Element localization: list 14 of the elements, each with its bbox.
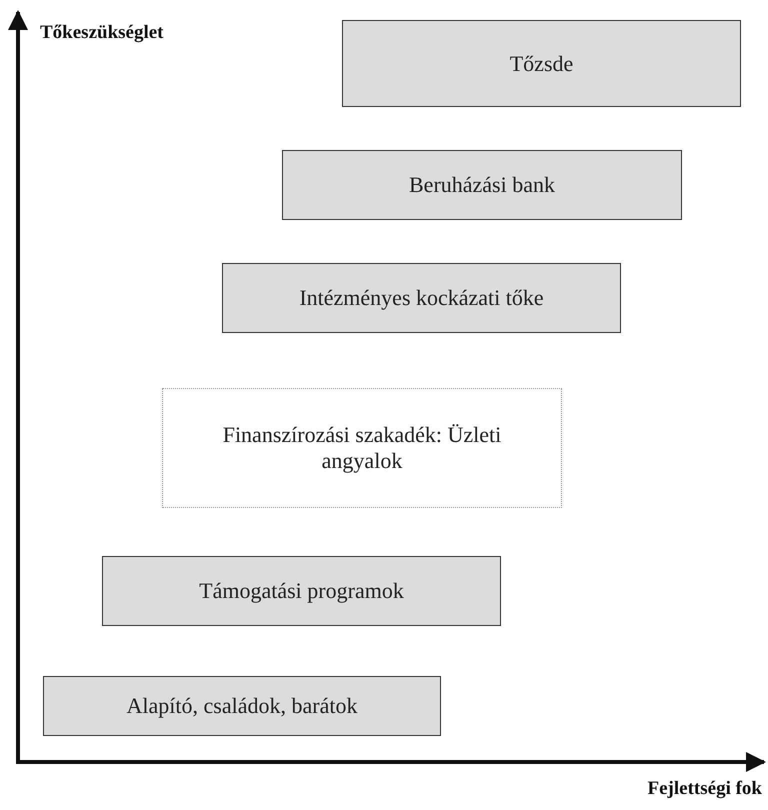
y-axis-title: Tőkeszükséglet [40,22,164,44]
support-programs-box [102,556,501,626]
x-axis-title: Fejlettségi fok [648,778,762,800]
box-label: Beruházási bank [409,172,555,198]
investment-bank-box [282,150,682,220]
venture-capital-box [222,263,621,333]
funding-gap-box [162,388,562,508]
box-label: Finanszírozási szakadék: Üzleti angyalok [222,422,502,474]
box-label: Alapító, családok, barátok [126,693,358,719]
box-label: Tőzsde [510,50,574,76]
box-label: Támogatási programok [199,578,404,604]
founders-box [43,676,441,736]
stock-exchange-box [342,20,741,107]
box-label: Intézményes kockázati tőke [299,285,544,311]
